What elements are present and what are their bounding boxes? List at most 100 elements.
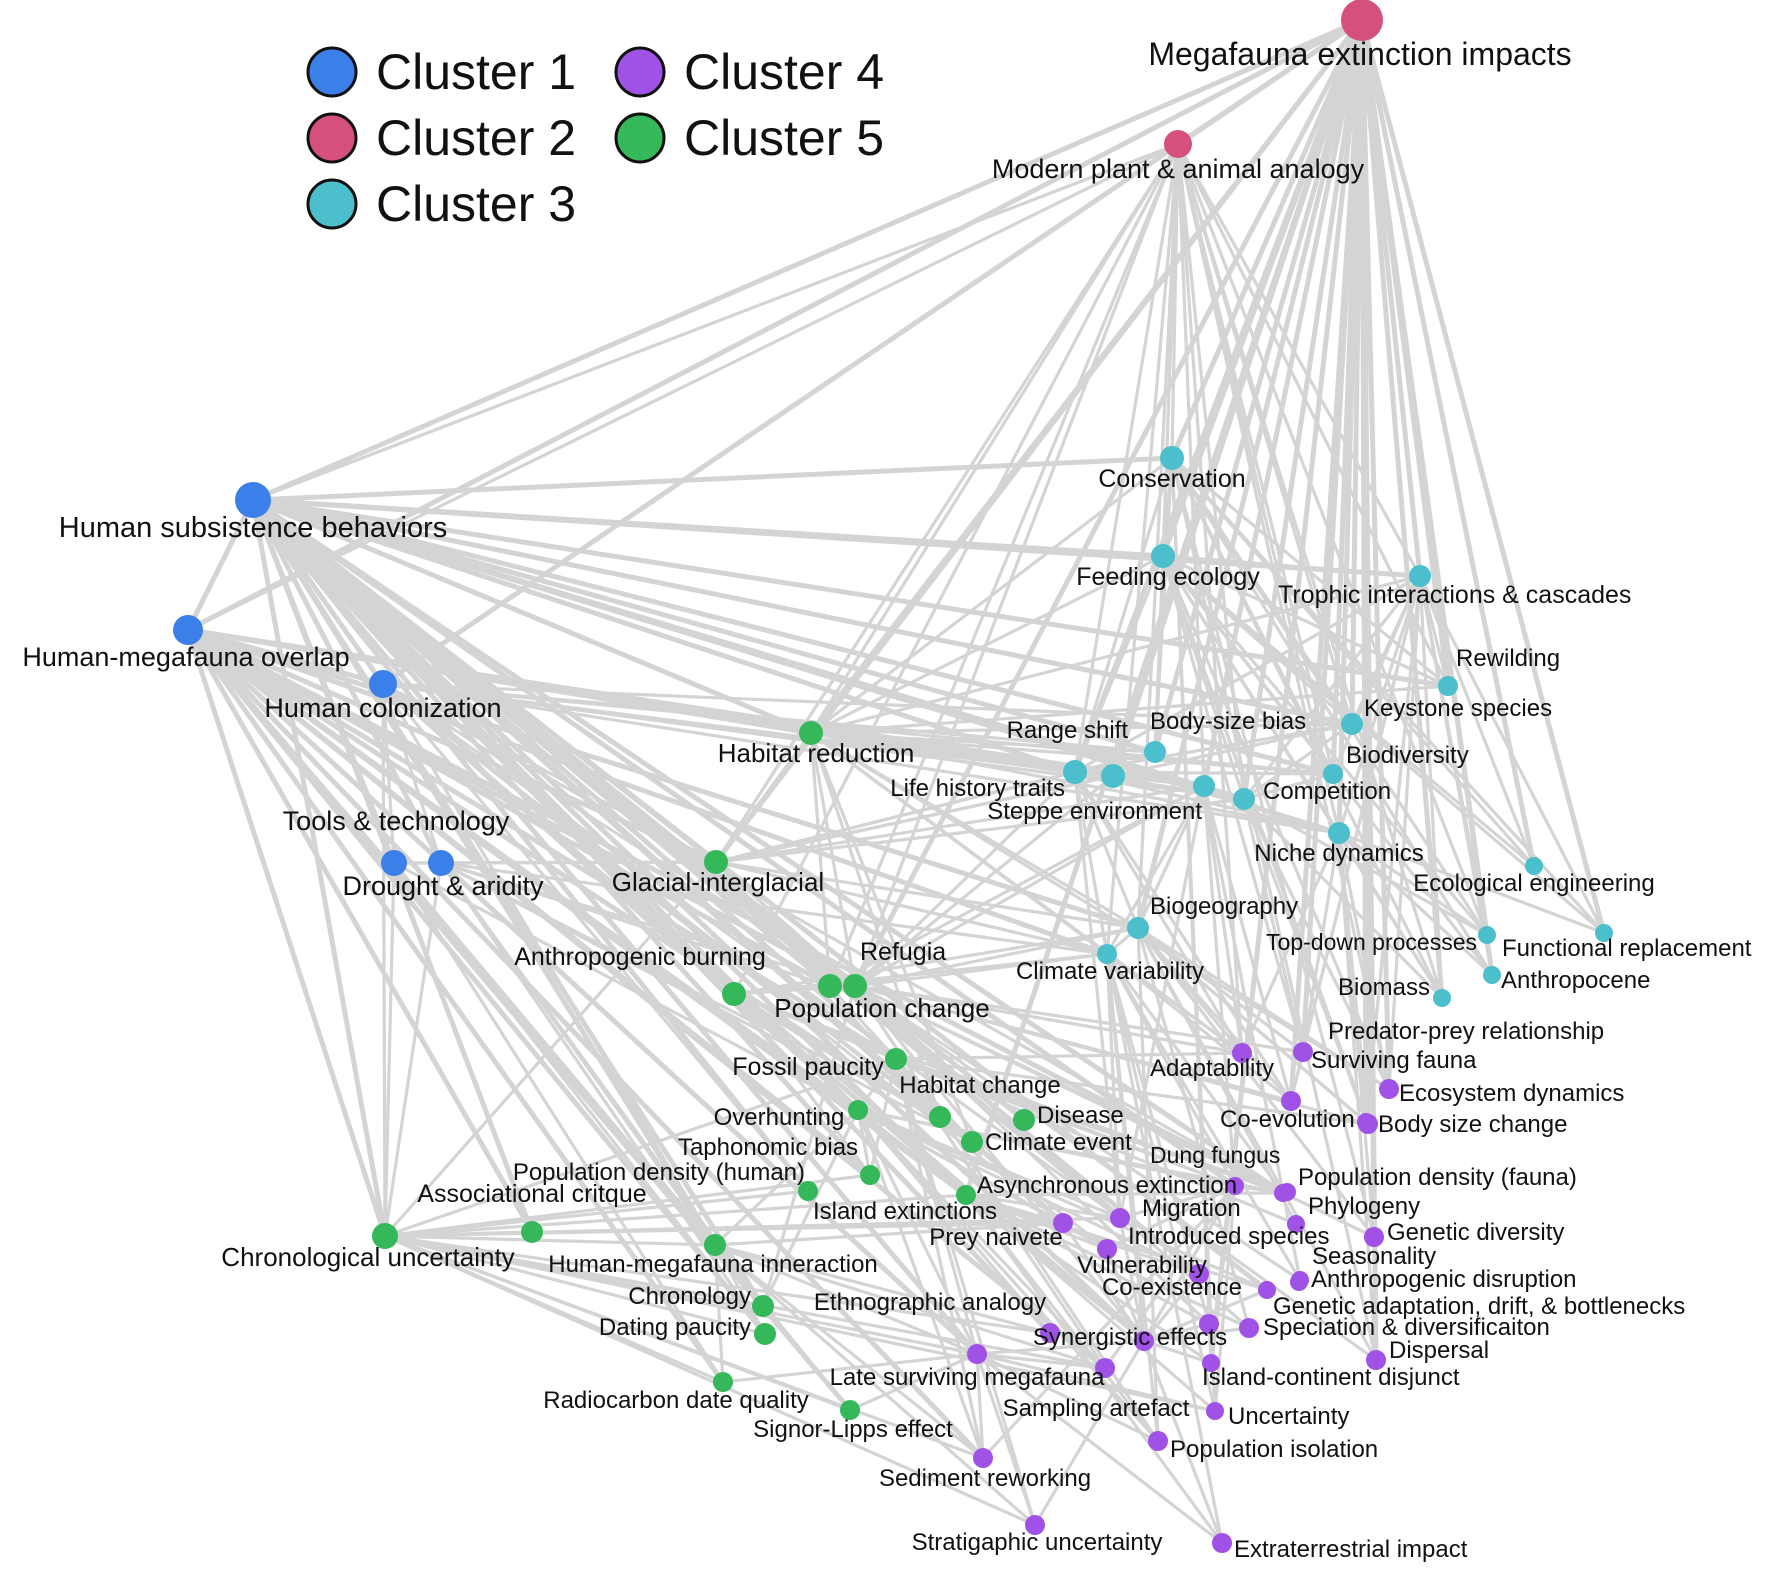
node-anthropocene[interactable]	[1483, 966, 1501, 984]
node-ecological-engineering[interactable]	[1525, 857, 1543, 875]
node-introduced-species[interactable]	[1097, 1239, 1117, 1259]
node-habitat-reduction[interactable]	[799, 721, 823, 745]
edge-human_colonization-human_megafauna_inneraction	[381, 682, 717, 1247]
edge-drought_aridity-dating_paucity	[439, 861, 767, 1336]
node-disease[interactable]	[1013, 1109, 1035, 1131]
node-keystone-species[interactable]	[1341, 713, 1363, 735]
node-glacial-interglacial[interactable]	[704, 850, 728, 874]
node-trophic-interactions[interactable]	[1409, 565, 1431, 587]
node-associational-critque[interactable]	[521, 1221, 543, 1243]
node-label-ethnographic-analogy: Ethnographic analogy	[814, 1289, 1046, 1316]
node-range-shift[interactable]	[1063, 760, 1087, 784]
node-radiocarbon-date-quality[interactable]	[713, 1372, 733, 1392]
node-human-megafauna-overlap[interactable]	[173, 615, 203, 645]
node-label-drought-aridity: Drought & aridity	[342, 871, 544, 901]
node-population-change[interactable]	[843, 974, 867, 998]
node-surviving-fauna[interactable]	[1281, 1091, 1301, 1111]
node-anthropogenic-disruption[interactable]	[1290, 1273, 1308, 1291]
edge-human_megafauna_inneraction-ethnographic_analogy	[713, 1243, 1052, 1335]
node-megafauna-extinction-impacts[interactable]	[1341, 0, 1383, 41]
edge-climate_variability-genetic_adaptation	[1105, 952, 1211, 1326]
edge-conservation-rewilding	[1170, 456, 1450, 688]
edge-conservation-genetic_diversity	[1170, 456, 1376, 1239]
node-adaptability[interactable]	[1232, 1043, 1252, 1063]
node-chronology[interactable]	[752, 1295, 774, 1317]
node-niche-dynamics[interactable]	[1328, 822, 1350, 844]
node-top-down-processes[interactable]	[1478, 926, 1496, 944]
node-habitat-change[interactable]	[929, 1106, 951, 1128]
node-label-dating-paucity: Dating paucity	[599, 1314, 751, 1341]
node-co-existence[interactable]	[1258, 1281, 1276, 1299]
node-human-subsistence-behaviors[interactable]	[235, 482, 271, 518]
node-tools-technology[interactable]	[381, 850, 407, 876]
node-chronological-uncertainty[interactable]	[372, 1223, 398, 1249]
node-prey-naivete[interactable]	[1053, 1213, 1073, 1233]
node-predator-prey-relationship[interactable]	[1293, 1042, 1313, 1062]
node-genetic-diversity[interactable]	[1364, 1227, 1384, 1247]
node-ecosystem-dynamics[interactable]	[1379, 1079, 1399, 1099]
node-climate-event[interactable]	[961, 1131, 983, 1153]
node-modern-plant-animal-analogy[interactable]	[1164, 130, 1192, 158]
edge-habitat_reduction-glacial_interglacial	[714, 731, 813, 864]
node-signor-lipps-effect[interactable]	[840, 1400, 860, 1420]
node-refugia[interactable]	[818, 974, 842, 998]
node-vulnerability[interactable]	[1189, 1264, 1209, 1284]
node-climate-variability[interactable]	[1097, 944, 1117, 964]
node-biogeography[interactable]	[1127, 917, 1149, 939]
node-feeding-ecology[interactable]	[1151, 544, 1175, 568]
node-late-surviving-megafauna[interactable]	[967, 1344, 987, 1364]
node-sediment-reworking[interactable]	[973, 1448, 993, 1468]
node-drought-aridity[interactable]	[428, 850, 454, 876]
node-dispersal[interactable]	[1366, 1350, 1386, 1370]
node-anthropogenic-burning[interactable]	[722, 982, 746, 1006]
node-human-colonization[interactable]	[369, 670, 397, 698]
node-island-extinctions[interactable]	[956, 1185, 976, 1205]
node-sampling-artefact[interactable]	[1095, 1358, 1115, 1378]
node-label-anthropogenic-burning: Anthropogenic burning	[514, 943, 766, 971]
node-taphonomic-bias[interactable]	[860, 1165, 880, 1185]
edge-steppe_environment-dung_fungus	[1202, 784, 1237, 1188]
node-genetic-adaptation[interactable]	[1199, 1314, 1219, 1334]
edge-chronological_uncertainty-uncertainty	[383, 1234, 1217, 1413]
node-migration[interactable]	[1110, 1208, 1130, 1228]
node-population-density-fauna[interactable]	[1278, 1183, 1296, 1201]
edge-trophic_interactions-functional_replacement	[1418, 574, 1606, 935]
node-overhunting[interactable]	[848, 1100, 868, 1120]
node-label-habitat-change: Habitat change	[899, 1072, 1060, 1099]
node-biomass[interactable]	[1433, 989, 1451, 1007]
node-life-history-traits[interactable]	[1101, 764, 1125, 788]
node-competition[interactable]	[1233, 788, 1255, 810]
node-ethnographic-analogy[interactable]	[1040, 1323, 1060, 1343]
edge-habitat_reduction-conservation	[809, 456, 1174, 735]
node-body-size-change[interactable]	[1357, 1113, 1375, 1131]
node-uncertainty[interactable]	[1206, 1402, 1224, 1420]
edge-modern_plant_animal_analogy-steppe_environment	[1176, 142, 1206, 788]
node-phylogeny[interactable]	[1287, 1215, 1305, 1233]
node-label-overhunting: Overhunting	[714, 1104, 845, 1131]
node-body-size-bias[interactable]	[1144, 741, 1166, 763]
edge-megafauna_extinction_impacts-human_subsistence_behaviors	[250, 17, 1365, 503]
node-fossil-paucity[interactable]	[885, 1048, 907, 1070]
node-label-co-evolution: Co-evolution	[1220, 1106, 1355, 1133]
node-dung-fungus[interactable]	[1226, 1177, 1244, 1195]
node-conservation[interactable]	[1160, 446, 1184, 470]
edge-human_megafauna_inneraction-dating_paucity	[713, 1243, 767, 1336]
edge-feeding_ecology-rewilding	[1161, 554, 1450, 688]
node-speciation[interactable]	[1239, 1318, 1259, 1338]
edge-biogeography-genetic_diversity	[1136, 926, 1376, 1239]
node-human-megafauna-inneraction[interactable]	[704, 1234, 726, 1256]
node-extraterrestrial-impact[interactable]	[1212, 1533, 1232, 1553]
node-dating-paucity[interactable]	[754, 1323, 776, 1345]
node-stratigaphic-uncertainty[interactable]	[1025, 1515, 1045, 1535]
edge-fossil_paucity-sediment_reworking	[894, 1057, 985, 1460]
node-rewilding[interactable]	[1438, 676, 1458, 696]
node-synergistic-effects[interactable]	[1134, 1331, 1154, 1351]
node-functional-replacement[interactable]	[1595, 924, 1613, 942]
node-population-density-human[interactable]	[798, 1181, 818, 1201]
edge-human_megafauna_inneraction-prey_naivete	[713, 1221, 1065, 1247]
node-island-continent-disjunct[interactable]	[1202, 1354, 1220, 1372]
edge-chronological_uncertainty-dating_paucity	[383, 1234, 767, 1336]
node-population-isolation[interactable]	[1148, 1431, 1168, 1451]
node-biodiversity[interactable]	[1323, 764, 1343, 784]
node-steppe-environment[interactable]	[1193, 775, 1215, 797]
